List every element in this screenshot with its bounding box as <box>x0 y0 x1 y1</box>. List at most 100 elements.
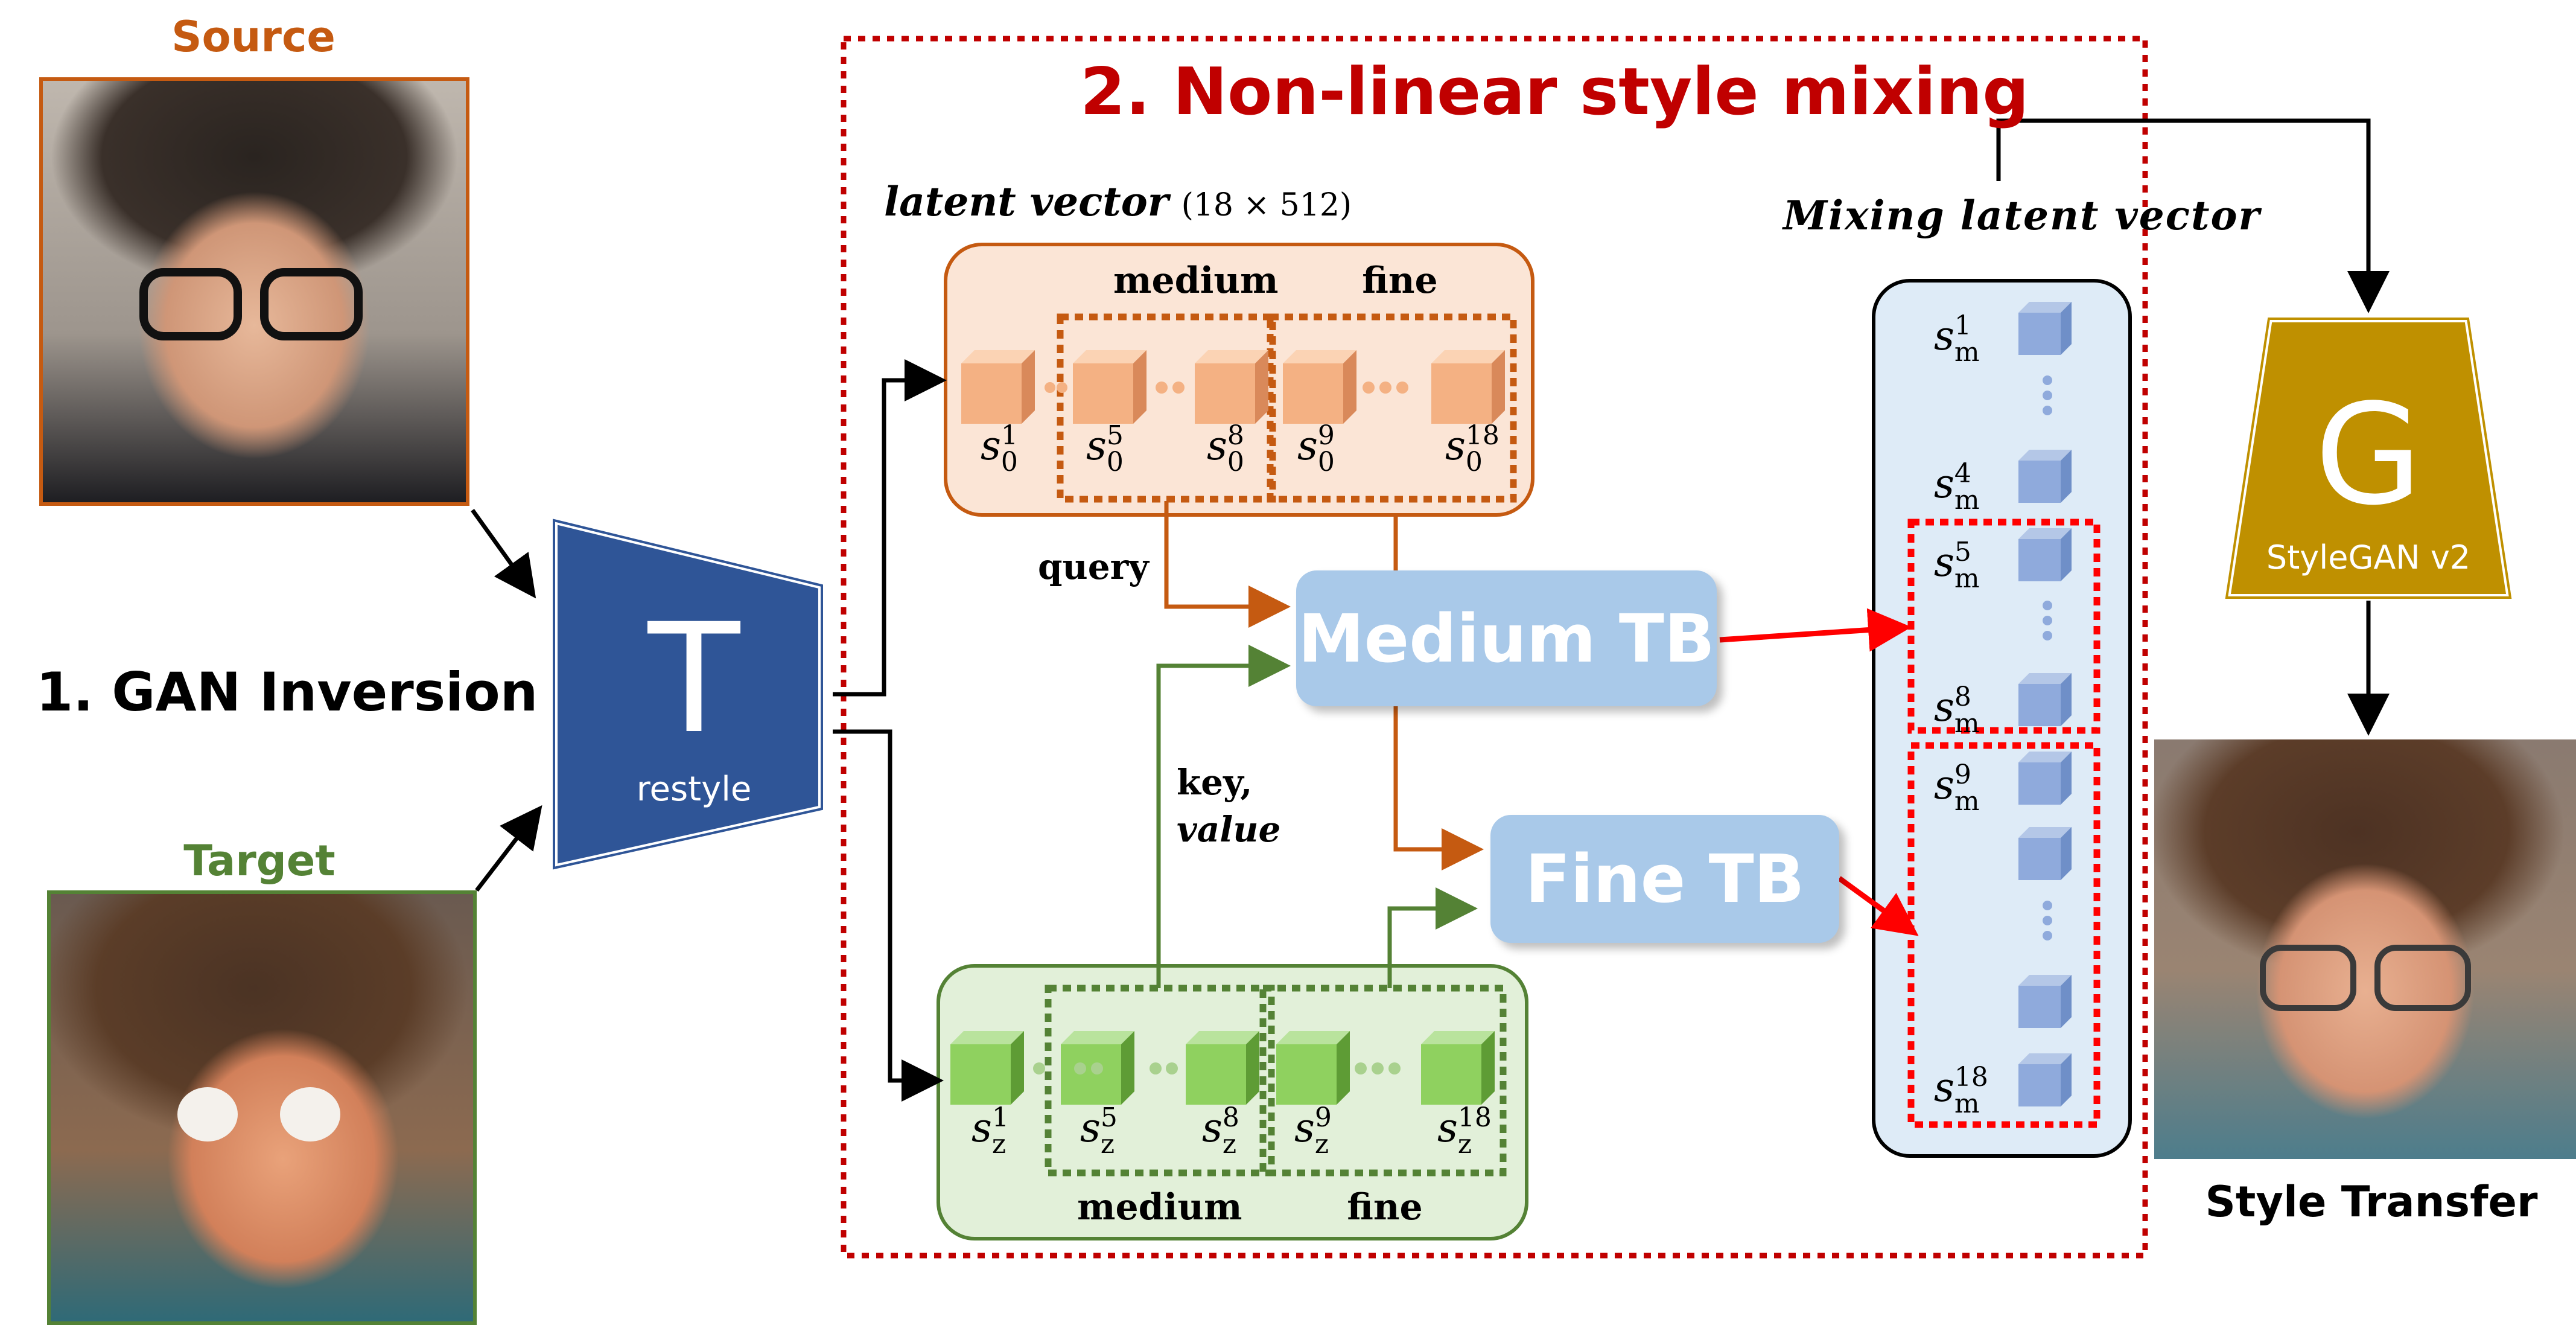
var-sub: m <box>1954 337 1980 368</box>
output-glasses-right <box>2374 945 2471 1011</box>
latent-label: latent vector <box>884 178 1169 225</box>
fine-group-top <box>1267 313 1517 503</box>
cube-top-5 <box>1073 350 1146 424</box>
var-index: 1 <box>991 1102 1009 1133</box>
var-index: 9 <box>1314 1102 1332 1133</box>
top-medium-label: medium <box>1113 260 1279 302</box>
var-index: 18 <box>1465 420 1499 451</box>
cube-bottom-8 <box>1186 1031 1259 1105</box>
cube-bottom-1 <box>950 1031 1024 1105</box>
var-index: 9 <box>1954 759 1971 790</box>
target-title: Target <box>183 836 336 886</box>
var-index: 1 <box>1000 420 1018 451</box>
cube-top-1 <box>961 350 1035 424</box>
fine-group-bottom <box>1259 985 1507 1177</box>
cube-mix-9 <box>2018 752 2072 805</box>
var-sub: m <box>1954 1088 1980 1119</box>
var-index: 5 <box>1100 1102 1118 1133</box>
latent-caption: latent vector (18 × 512) <box>884 178 1352 225</box>
fine-group-mix <box>1907 742 2101 1128</box>
var-letter: s <box>1297 423 1318 469</box>
bottom-dots <box>1033 1062 1401 1074</box>
top-fine-label: fine <box>1362 260 1438 302</box>
medium-output-arrow <box>1719 608 1912 652</box>
encoder-to-bottom-arrow <box>833 729 944 1102</box>
cube-bottom-18 <box>1421 1031 1495 1105</box>
var-index: 5 <box>1954 537 1971 567</box>
var-sub: z <box>1100 1129 1115 1160</box>
output-glasses-left <box>2260 945 2356 1011</box>
medium-group-top <box>1057 313 1276 503</box>
source-to-encoder-arrow <box>471 508 536 599</box>
target-photo <box>47 890 477 1325</box>
mix-to-generator-arrow <box>1996 118 2390 313</box>
source-photo <box>39 77 469 506</box>
generator-letter: G <box>2314 375 2423 536</box>
var-letter: s <box>1934 461 1954 507</box>
var-letter: s <box>1202 1105 1223 1151</box>
source-title: Source <box>171 12 336 62</box>
encoder-to-top-arrow <box>833 359 947 697</box>
query-arrow <box>1164 501 1291 628</box>
eye-right <box>280 1087 340 1141</box>
var-sub: m <box>1954 563 1980 594</box>
var-sub: 0 <box>1317 447 1335 477</box>
var-letter: s <box>1086 423 1107 469</box>
var-index: 8 <box>1222 1102 1239 1133</box>
cube-mix-18 <box>2018 1053 2072 1106</box>
cube-mix-5 <box>2018 528 2072 581</box>
var-index: 8 <box>1954 682 1971 712</box>
cube-mix-10 <box>2018 827 2072 880</box>
fine-key-value-arrow <box>1387 887 1478 988</box>
var-letter: s <box>972 1105 992 1151</box>
eye-left <box>177 1087 238 1141</box>
mixing-panel <box>1872 279 2132 1158</box>
query-label: query <box>1038 546 1149 587</box>
var-index: 1 <box>1954 310 1971 341</box>
latent-dims: (18 × 512) <box>1181 187 1352 223</box>
var-sub: z <box>991 1129 1007 1160</box>
var-index: 18 <box>1457 1102 1492 1133</box>
var-letter: s <box>1934 762 1954 808</box>
fine-tb-block: Fine TB <box>1490 815 1839 943</box>
var-letter: s <box>1934 684 1954 730</box>
var-sub: m <box>1954 708 1980 739</box>
var-sub: 0 <box>1227 447 1244 477</box>
var-sub: m <box>1954 485 1980 516</box>
top-dots <box>1045 382 1408 394</box>
encoder-name: restyle <box>636 770 752 809</box>
var-letter: s <box>1934 313 1954 359</box>
var-sub: z <box>1314 1129 1329 1160</box>
cube-top-9 <box>1283 350 1356 424</box>
cube-bottom-9 <box>1276 1031 1350 1105</box>
var-index: 18 <box>1954 1062 1988 1093</box>
cube-mix-1 <box>2018 302 2072 355</box>
var-letter: s <box>981 423 1001 469</box>
var-sub: 0 <box>1465 447 1483 477</box>
encoder-letter: T <box>647 591 740 767</box>
var-letter: s <box>1294 1105 1315 1151</box>
mix-dots <box>2043 375 2052 940</box>
bottom-medium-label: medium <box>1077 1186 1242 1228</box>
fine-query-arrow <box>1393 706 1484 870</box>
var-sub: m <box>1954 786 1980 817</box>
key-value-arrow <box>1156 645 1291 988</box>
generator-name: StyleGAN v2 <box>2266 538 2471 576</box>
cube-mix-17 <box>2018 975 2072 1028</box>
fine-output-arrow <box>1837 876 1919 936</box>
var-letter: s <box>1207 423 1227 469</box>
var-index: 8 <box>1227 420 1244 451</box>
